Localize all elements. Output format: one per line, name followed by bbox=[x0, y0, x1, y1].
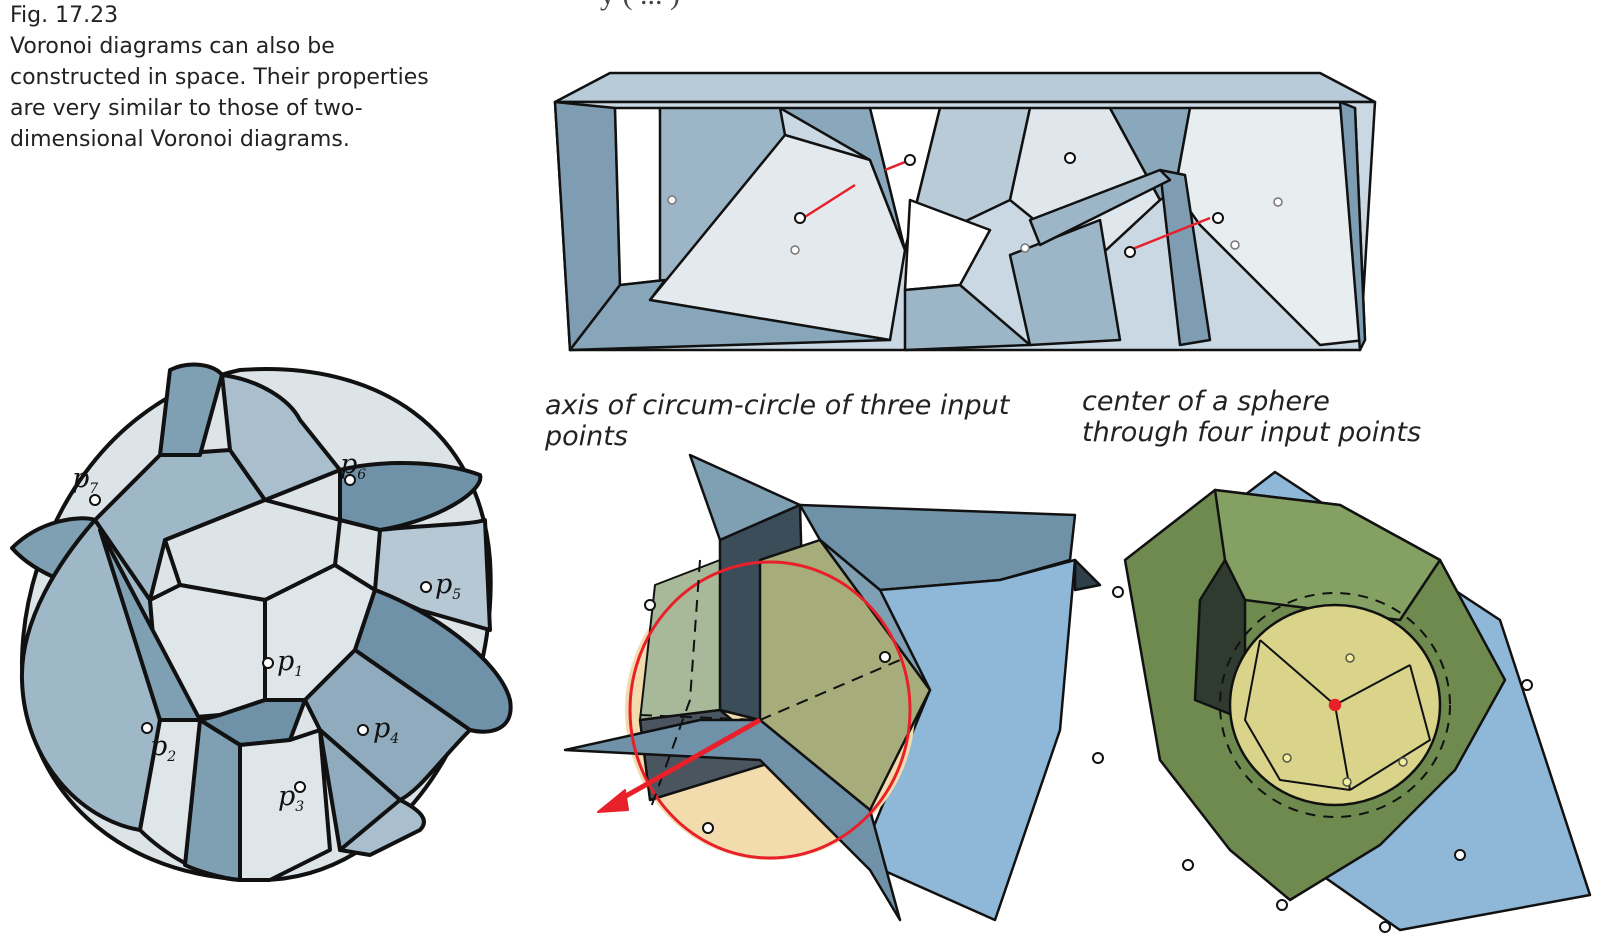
point-labels: p1 p2 p3 p4 p5 p6 p7 bbox=[72, 449, 461, 815]
point-label-p2: p2 bbox=[150, 731, 176, 765]
sphere-center-diagram bbox=[1092, 470, 1592, 933]
caption-line-3: are very similar to those of two- bbox=[10, 96, 363, 121]
axis-label: axis of circum-circle of three input poi… bbox=[545, 390, 1009, 452]
voronoi-sphere-cells bbox=[10, 362, 513, 882]
sphere-label: center of a sphere through four input po… bbox=[1082, 386, 1421, 448]
axis-label-line-2: points bbox=[545, 421, 628, 452]
figure-number: Fig. 17.23 bbox=[10, 3, 119, 28]
caption-line-4: dimensional Voronoi diagrams. bbox=[10, 127, 350, 152]
point-label-p3: p3 bbox=[278, 781, 304, 815]
figure-caption: Fig. 17.23 Voronoi diagrams can also be … bbox=[10, 0, 480, 155]
axis-label-line-1: axis of circum-circle of three input bbox=[545, 390, 1010, 421]
clipped-top-text: y ( ... ) bbox=[600, 0, 680, 12]
sphere-label-line-1: center of a sphere bbox=[1082, 386, 1330, 417]
point-label-p4: p4 bbox=[373, 713, 399, 747]
voronoi-box-3d bbox=[553, 71, 1377, 352]
point-label-p1: p1 bbox=[277, 646, 303, 680]
point-label-p7: p7 bbox=[72, 463, 98, 497]
circumcircle-axis-diagram bbox=[563, 453, 1102, 922]
point-label-p5: p5 bbox=[435, 569, 461, 603]
point-label-p6: p6 bbox=[340, 449, 366, 483]
caption-line-1: Voronoi diagrams can also be bbox=[10, 34, 335, 59]
sphere-label-line-2: through four input points bbox=[1082, 417, 1422, 448]
caption-line-2: constructed in space. Their properties bbox=[10, 65, 429, 90]
